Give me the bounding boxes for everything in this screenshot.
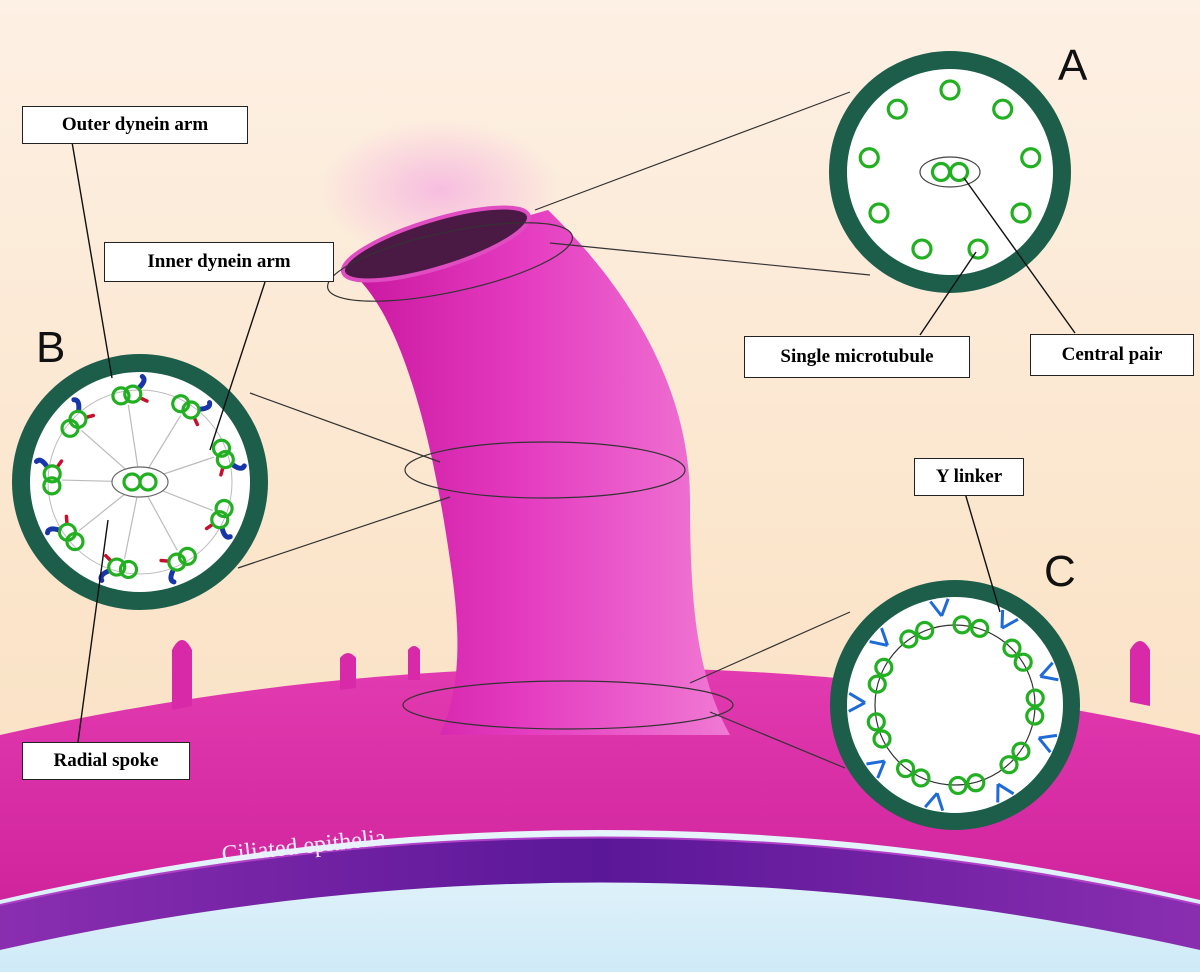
central-microtubule	[948, 161, 970, 183]
doublet-microtubule	[68, 409, 88, 429]
outer-dynein-arm	[198, 400, 213, 412]
label-inner-dynein-arm: Inner dynein arm	[104, 242, 334, 282]
single-microtubule	[967, 238, 989, 260]
central-microtubule	[138, 472, 158, 492]
panel-letter-a: A	[1058, 41, 1088, 90]
y-linker	[996, 782, 1015, 803]
label-single-microtubule: Single microtubule	[744, 336, 970, 378]
doublet-microtubule	[1025, 706, 1045, 726]
doublet-microtubule	[177, 546, 197, 566]
outer-dynein-arm	[44, 526, 61, 536]
single-microtubule	[911, 238, 933, 260]
label-radial-spoke: Radial spoke	[22, 742, 190, 780]
doublet-microtubule	[42, 464, 62, 484]
label-central-pair: Central pair	[1030, 334, 1194, 376]
y-linker	[923, 792, 945, 812]
doublet-microtubule	[1025, 688, 1045, 708]
inner-dynein-arm	[192, 416, 200, 427]
doublet-microtubule	[895, 758, 916, 779]
label-outer-dynein-arm: Outer dynein arm	[22, 106, 248, 144]
inner-dynein-arm	[84, 413, 96, 420]
inner-dynein-arm	[55, 459, 64, 469]
single-microtubule	[939, 79, 961, 101]
central-pair-sheath	[919, 156, 981, 188]
doublet-microtubule	[167, 552, 187, 572]
inner-dynein-arm	[159, 558, 171, 563]
outer-dynein-arm	[231, 462, 247, 471]
cross-section-a	[829, 51, 1071, 293]
doublet-microtubule	[915, 620, 935, 641]
y-linker	[929, 598, 950, 617]
microvillus	[408, 646, 420, 680]
outer-dynein-arm	[33, 457, 49, 469]
connector-lines	[237, 91, 871, 769]
outer-dynein-arm	[137, 373, 147, 390]
doublet-microtubule	[966, 773, 986, 793]
doublet-microtubule	[111, 386, 131, 406]
outer-dynein-arm	[98, 568, 111, 583]
microvillus	[172, 640, 192, 710]
doublet-microtubule	[211, 438, 232, 458]
doublet-microtubule	[1011, 741, 1031, 761]
panel-letter-b: B	[36, 323, 66, 372]
doublet-microtubule	[215, 450, 235, 470]
leader-lines	[71, 141, 1076, 743]
outer-dynein-arm	[168, 568, 177, 585]
y-linker	[1000, 609, 1019, 630]
doublet-microtubule	[952, 615, 972, 635]
doublet-microtubule	[118, 559, 139, 580]
doublet-microtubule	[1013, 652, 1033, 672]
single-microtubule	[1020, 147, 1042, 169]
y-linker	[869, 627, 889, 647]
inner-dynein-arm	[138, 396, 149, 403]
y-linker	[1037, 733, 1058, 754]
single-microtubule	[886, 98, 908, 120]
doublet-microtubule	[1002, 638, 1022, 658]
panel-letter-c: C	[1044, 547, 1076, 596]
doublet-microtubule	[123, 384, 143, 404]
single-microtubule	[868, 202, 890, 224]
section-ring-a	[326, 222, 574, 302]
band-edge	[0, 836, 1200, 906]
inner-dynein-arm	[104, 553, 113, 563]
y-linker	[866, 759, 886, 779]
outer-dynein-arm	[71, 397, 82, 412]
cross-section-b	[12, 354, 268, 610]
doublet-microtubule	[874, 657, 894, 677]
doublet-microtubule	[970, 618, 990, 638]
doublet-microtubule	[214, 498, 234, 519]
doublet-microtubule	[42, 476, 62, 496]
y-linker	[848, 692, 866, 713]
doublet-microtubule	[210, 510, 230, 530]
basal-band	[0, 837, 1200, 950]
label-y-linker: Y linker	[914, 458, 1024, 496]
doublet-microtubule	[181, 400, 201, 420]
inner-dynein-arm	[64, 514, 69, 526]
section-ring-c	[402, 680, 734, 730]
doublet-microtubule	[866, 712, 886, 732]
doublet-microtubule	[872, 729, 892, 749]
outer-dynein-arm	[219, 526, 233, 540]
doublet-microtubule	[899, 629, 919, 649]
y-linker	[1039, 661, 1059, 682]
doublet-microtubule	[911, 768, 931, 788]
inner-dynein-arm	[204, 522, 215, 531]
main-cilium	[345, 210, 730, 735]
single-microtubule	[992, 98, 1014, 120]
doublet-microtubule	[57, 522, 78, 542]
section-ring-b	[404, 441, 686, 499]
cross-section-c	[830, 580, 1080, 830]
doublet-microtubule	[999, 755, 1019, 775]
microvillus	[1130, 641, 1150, 706]
single-microtubule	[1010, 202, 1032, 224]
single-microtubule	[858, 147, 880, 169]
doublet-microtubule	[948, 775, 968, 796]
doublet-microtubule	[107, 557, 127, 577]
doublet-microtubule	[867, 674, 887, 694]
inner-dynein-arm	[219, 466, 225, 477]
microvillus	[340, 653, 356, 690]
